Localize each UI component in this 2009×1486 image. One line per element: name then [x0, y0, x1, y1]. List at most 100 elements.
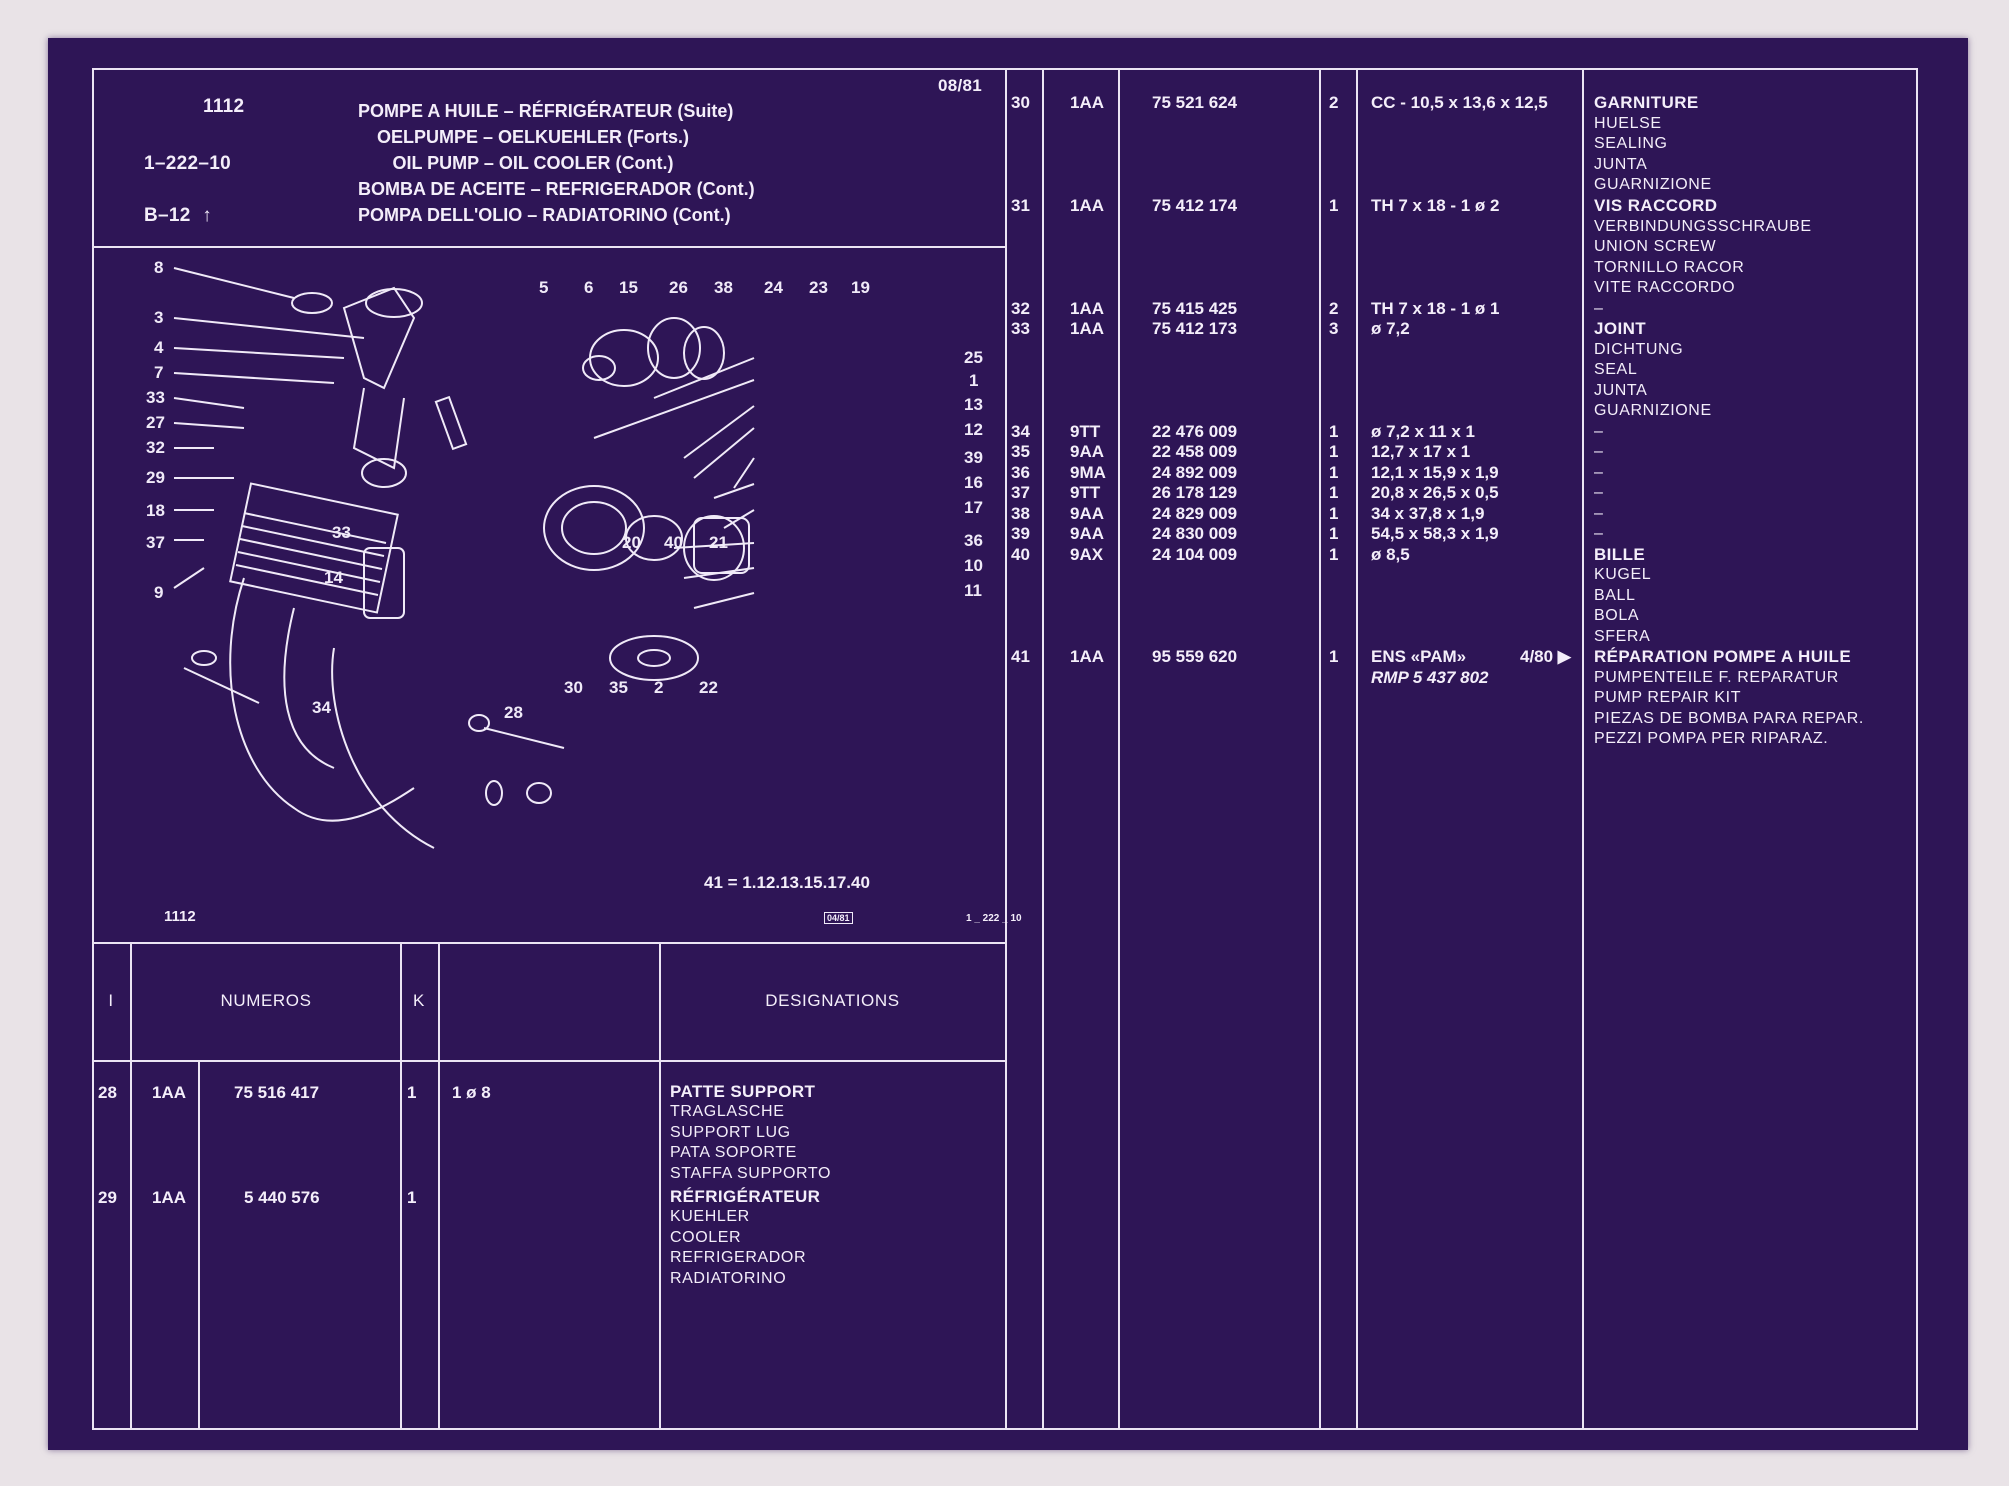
row-quantity: 1: [1329, 504, 1339, 523]
svg-text:19: 19: [851, 278, 870, 297]
svg-text:32: 32: [146, 438, 165, 457]
row-prefix: 9MA: [1070, 463, 1106, 482]
svg-text:37: 37: [146, 533, 165, 552]
reference-code: 1–222–10: [144, 153, 231, 174]
row-prefix: 9TT: [1070, 483, 1101, 502]
row-quantity: 3: [1329, 319, 1339, 338]
svg-text:13: 13: [964, 395, 983, 414]
rule-col-prefix: [1042, 68, 1044, 1430]
row-prefix: 9TT: [1070, 422, 1101, 441]
col-header-designations: DESIGNATIONS: [765, 991, 900, 1010]
svg-text:5: 5: [539, 278, 548, 297]
row-spec-ref: RMP 5 437 802: [1371, 668, 1489, 687]
row-prefix: 1AA: [1070, 93, 1105, 112]
kit-contents-note: 41 = 1.12.13.15.17.40: [704, 873, 870, 892]
rule-left-k: [438, 942, 440, 1430]
row-quantity: 1: [1329, 524, 1339, 543]
row-prefix: 9AA: [1070, 504, 1105, 523]
col-header-k: K: [413, 991, 425, 1010]
svg-text:25: 25: [964, 348, 983, 367]
rule-col-spec: [1356, 68, 1358, 1430]
svg-text:9: 9: [154, 583, 163, 602]
svg-text:20: 20: [622, 533, 641, 552]
title-de: OELPUMPE – OELKUEHLER (Forts.): [376, 127, 690, 147]
exploded-diagram: 8 3 4 7 33 27 32 29 18 37 9 33 14 5 6 15…: [94, 248, 1022, 940]
row-quantity: 2: [1329, 299, 1339, 318]
rule-col-desc: [1582, 68, 1584, 1430]
title-it: POMPA DELL'OLIO – RADIATORINO (Cont.): [358, 205, 731, 225]
row-part-number: 22 476 009: [1152, 422, 1238, 441]
svg-text:24: 24: [764, 278, 783, 297]
row-prefix: 1AA: [1070, 647, 1105, 666]
row-part-number: 75 415 425: [1152, 299, 1238, 318]
rule-left-num-head: [400, 942, 402, 1060]
row-spec: 12,1 x 15,9 x 1,9: [1371, 463, 1499, 482]
svg-text:40: 40: [664, 533, 683, 552]
row-spec: 12,7 x 17 x 1: [1371, 442, 1471, 461]
row-index: 34: [1011, 422, 1030, 441]
row-quantity: 1: [1329, 545, 1339, 564]
row-prefix: 9AA: [1070, 442, 1105, 461]
row-quantity: 2: [1329, 93, 1339, 112]
row-prefix: 9AA: [1070, 524, 1105, 543]
svg-text:7: 7: [154, 363, 163, 382]
row-prefix: 1AA: [1070, 319, 1105, 338]
row-quantity: 1: [1329, 647, 1339, 666]
row-part-number: 24 892 009: [1152, 463, 1238, 482]
row-index: 33: [1011, 319, 1030, 338]
svg-text:34: 34: [312, 698, 331, 717]
row-prefix: 9AX: [1070, 545, 1104, 564]
rule-left-i: [130, 942, 132, 1430]
row-spec: ø 7,2: [1371, 319, 1410, 338]
row-part-number: 75 521 624: [1152, 93, 1238, 112]
svg-text:26: 26: [669, 278, 688, 297]
rule-left-prefix: [198, 1060, 200, 1430]
row-index: 36: [1011, 463, 1030, 482]
rule-left-num: [400, 1060, 402, 1430]
row-part-number: 22 458 009: [1152, 442, 1238, 461]
row-index: 38: [1011, 504, 1030, 523]
svg-text:10: 10: [964, 556, 983, 575]
center-divider: [1005, 68, 1007, 1430]
svg-text:3: 3: [154, 308, 163, 327]
row-spec: TH 7 x 18 - 1 ø 1: [1371, 299, 1500, 318]
title-es: BOMBA DE ACEITE – REFRIGERADOR (Cont.): [358, 179, 755, 199]
row-part-number: 24 830 009: [1152, 524, 1238, 543]
svg-text:17: 17: [964, 498, 983, 517]
svg-text:1: 1: [969, 371, 978, 390]
svg-text:2: 2: [654, 678, 663, 697]
oil-pump-cooler-drawing: 8 3 4 7 33 27 32 29 18 37 9 33 14 5 6 15…: [146, 258, 983, 849]
row-index: 35: [1011, 442, 1030, 461]
title-en: OIL PUMP – OIL COOLER (Cont.): [392, 153, 674, 173]
svg-text:12: 12: [964, 420, 983, 439]
row-quantity: 1: [1329, 442, 1339, 461]
title-fr: POMPE A HUILE – RÉFRIGÉRATEUR (Suite): [358, 101, 734, 121]
diagram-date-stamp: 04/81: [824, 912, 853, 924]
row-spec: 34 x 37,8 x 1,9: [1371, 504, 1485, 523]
col-header-numeros: NUMEROS: [220, 991, 312, 1010]
svg-text:14: 14: [324, 568, 343, 587]
rule-left-spec: [659, 942, 661, 1430]
row-index: 41: [1011, 647, 1030, 666]
rule-header-bottom: [92, 246, 1006, 248]
row-change-date: 4/80 ▶: [1520, 647, 1571, 666]
row-index: 40: [1011, 545, 1030, 564]
svg-text:28: 28: [504, 703, 523, 722]
svg-text:21: 21: [709, 533, 728, 552]
section-code: B–12 ↑: [144, 205, 213, 226]
row-spec: ø 8,5: [1371, 545, 1410, 564]
svg-text:18: 18: [146, 501, 165, 520]
row-spec: 20,8 x 26,5 x 0,5: [1371, 483, 1499, 502]
row-index: 31: [1011, 196, 1030, 215]
group-number: 1112: [203, 96, 245, 117]
svg-text:38: 38: [714, 278, 733, 297]
rule-col-num: [1118, 68, 1120, 1430]
svg-text:29: 29: [146, 468, 165, 487]
arrow-up-icon: ↑: [202, 205, 213, 226]
svg-text:22: 22: [699, 678, 718, 697]
svg-text:4: 4: [154, 338, 164, 357]
microfiche-sheet: 1112 1–222–10 B–12 ↑ 08/81 POMPE A HUILE…: [48, 38, 1968, 1450]
svg-text:39: 39: [964, 448, 983, 467]
svg-text:35: 35: [609, 678, 628, 697]
row-spec: 54,5 x 58,3 x 1,9: [1371, 524, 1499, 543]
